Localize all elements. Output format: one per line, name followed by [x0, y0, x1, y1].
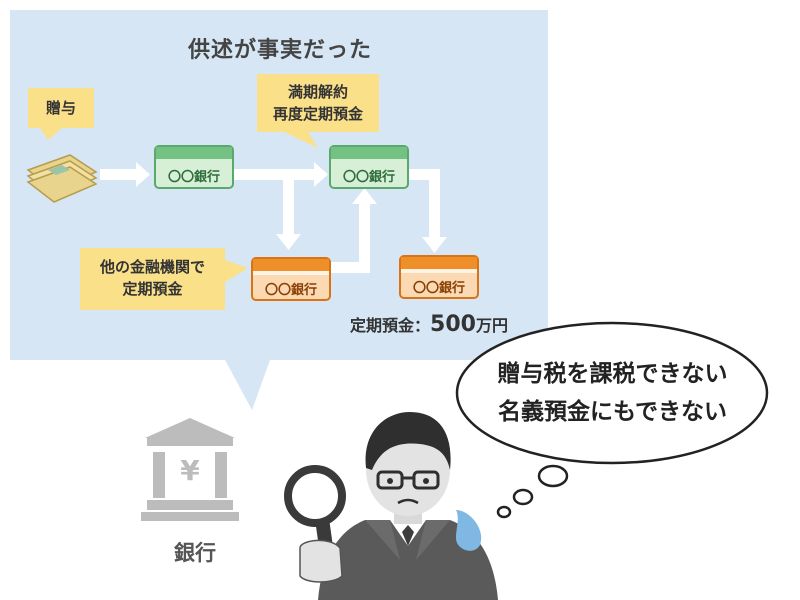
thought-bubble — [455, 321, 769, 519]
thought-line-2: 名義預金にもできない — [497, 399, 728, 425]
deposit-amount: 定期預金：500万円 — [350, 312, 508, 337]
bank-card-green-1 — [154, 145, 234, 189]
renewal-callout-line-2: 再度定期預金 — [272, 105, 363, 123]
other-institution-callout-line-1: 他の金融機関で — [99, 258, 205, 276]
card-label-green-1: 〇〇銀行 — [167, 170, 220, 185]
investigator-person-icon — [318, 412, 498, 600]
yen-symbol: ¥ — [180, 454, 200, 487]
magnifier-icon — [284, 465, 346, 583]
card-label-orange-1: 〇〇銀行 — [264, 283, 317, 298]
other-institution-callout-bubble — [80, 248, 248, 310]
card-label-orange-2: 〇〇銀行 — [412, 281, 465, 296]
other-institution-callout: 他の金融機関で 定期預金 — [80, 256, 225, 300]
sweat-drop-icon — [456, 510, 482, 551]
bank-label: 銀行 — [174, 541, 216, 565]
gift-label: 贈与 — [45, 99, 76, 117]
card-label-green-2: 〇〇銀行 — [342, 170, 395, 185]
renewal-callout-line-1: 満期解約 — [287, 83, 348, 101]
deposit-amount-unit: 万円 — [475, 316, 508, 335]
renewal-callout: 満期解約 再度定期預金 — [257, 81, 379, 125]
flow-arrows — [100, 162, 447, 273]
diagram-title: 供述が事実だった — [187, 38, 372, 63]
bank-card-orange-2 — [399, 255, 479, 299]
cash-bundle-icon — [26, 154, 98, 203]
other-institution-callout-line-2: 定期預金 — [122, 280, 183, 298]
bank-card-orange-1 — [251, 257, 331, 301]
thought-line-1: 贈与税を課税できない — [497, 361, 728, 387]
bank-card-green-2 — [329, 145, 409, 189]
deposit-amount-value: 500 — [430, 312, 476, 337]
speech-panel — [10, 10, 548, 410]
renewal-callout-bubble — [257, 74, 379, 148]
thought-text: 贈与税を課税できない 名義預金にもできない — [470, 355, 755, 431]
bank-building-icon — [141, 418, 239, 521]
deposit-amount-label: 定期預金： — [350, 316, 431, 335]
gift-callout-bubble — [28, 88, 94, 140]
